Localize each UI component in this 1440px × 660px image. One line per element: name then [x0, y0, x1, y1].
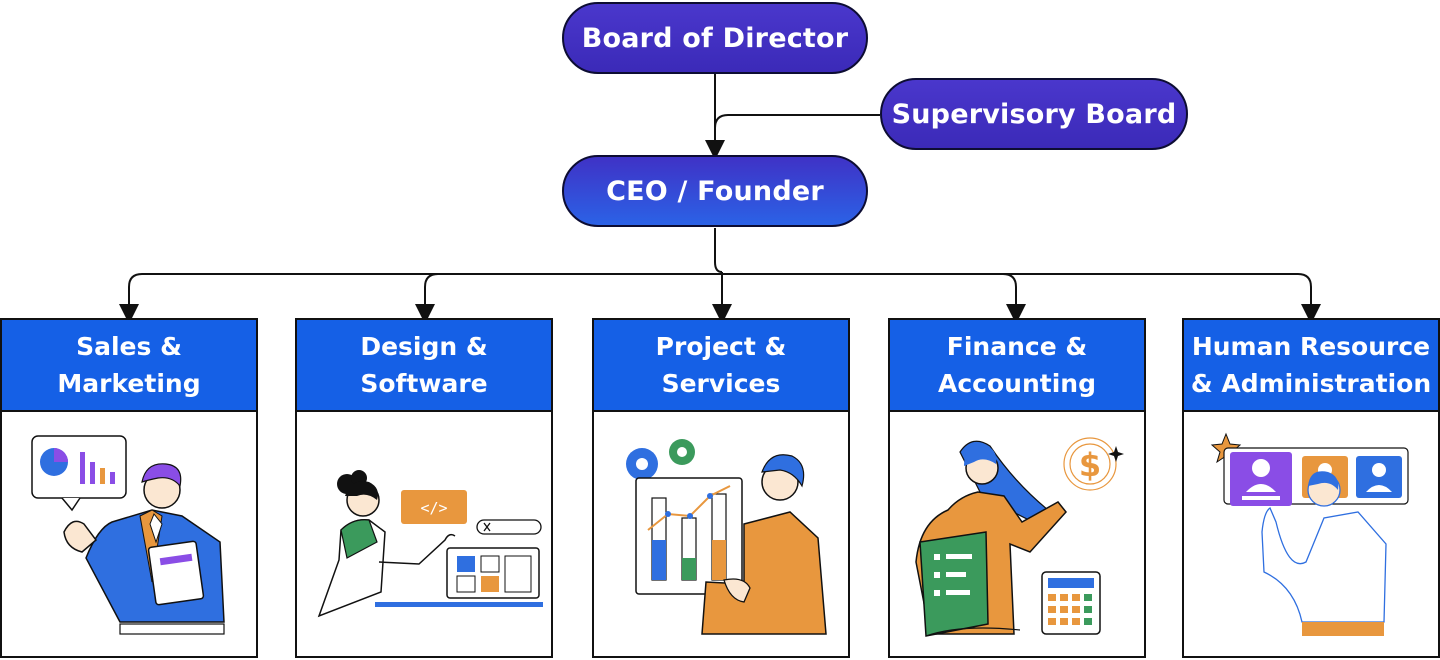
svg-text:</>: </> [420, 499, 447, 517]
connector-supervisory-ceo [714, 114, 880, 129]
sales-marketing-illustration [31, 435, 225, 635]
dept-title: Sales & Marketing [2, 320, 256, 412]
board-of-director-node: Board of Director [562, 2, 868, 74]
dept-design-software: Design & Software </> [295, 318, 553, 658]
connector-ceo-trunk [714, 228, 723, 273]
ceo-label: CEO / Founder [606, 175, 824, 207]
dept-finance-accounting: Finance & Accounting $ [888, 318, 1146, 658]
finance-accounting-illustration: $ [915, 437, 1124, 637]
design-software-illustration: </> [317, 470, 543, 618]
board-label: Board of Director [581, 22, 849, 54]
dept-hr-administration: Human Resource & Administration [1182, 318, 1440, 658]
hr-administration-illustration [1210, 432, 1409, 636]
ceo-founder-node: CEO / Founder [562, 155, 868, 227]
dept-title: Project & Services [594, 320, 848, 412]
connector-design [415, 273, 439, 324]
project-services-illustration [626, 439, 827, 635]
dept-project-services: Project & Services [592, 318, 850, 658]
dept-title: Finance & Accounting [890, 320, 1144, 412]
dept-sales-marketing: Sales & Marketing [0, 318, 258, 658]
dept-title: Design & Software [297, 320, 551, 412]
connector-finance [1002, 273, 1026, 324]
connector-sales [119, 273, 143, 324]
dollar-symbol: $ [1079, 446, 1101, 484]
dept-title: Human Resource & Administration [1184, 320, 1438, 412]
connector-hr [1297, 273, 1321, 324]
supervisory-board-node: Supervisory Board [880, 78, 1188, 150]
supervisory-label: Supervisory Board [891, 98, 1177, 130]
